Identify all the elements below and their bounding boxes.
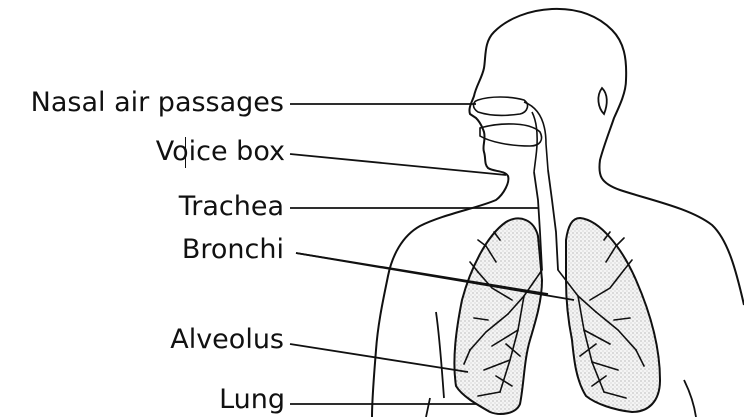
- label-alveolus: Alveolus: [170, 326, 284, 353]
- leader-voice: [290, 154, 506, 175]
- left-lung: [454, 218, 542, 413]
- throat: [524, 102, 548, 172]
- label-trachea: Trachea: [179, 193, 284, 220]
- ear: [598, 88, 606, 114]
- text-cursor: [185, 137, 186, 168]
- label-lung: Lung: [219, 386, 285, 413]
- body-outline: [372, 9, 744, 417]
- label-nasal-air-passages: Nasal air passages: [31, 89, 284, 116]
- nasal-cavity: [474, 97, 528, 115]
- label-bronchi: Bronchi: [182, 236, 284, 263]
- mouth-cavity: [480, 124, 542, 146]
- right-lung: [566, 218, 660, 412]
- label-voice-box: Voice box: [156, 138, 285, 165]
